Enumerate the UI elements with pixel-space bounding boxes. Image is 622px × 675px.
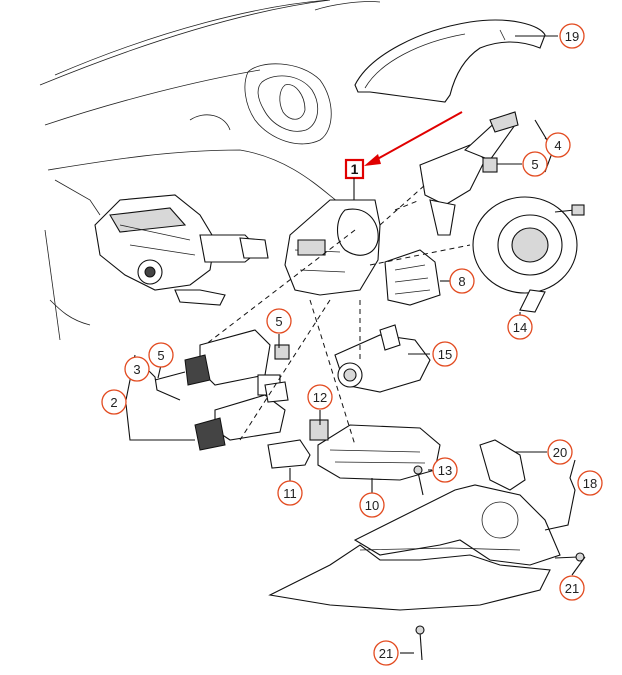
main-part-label: 1 (344, 158, 365, 200)
steering-column-assembly (94, 194, 269, 306)
callout-circle (432, 341, 458, 367)
callout-20: 20 (547, 439, 573, 465)
screw-21-right (554, 552, 585, 562)
callout-circle (577, 470, 603, 496)
callout-label: 19 (565, 29, 579, 44)
callout-15: 15 (432, 341, 458, 367)
callout-label: 2 (110, 395, 117, 410)
callout-label: 3 (133, 362, 140, 377)
assembly-guide-lines (204, 184, 471, 446)
callout-21: 21 (559, 575, 585, 601)
callout-3: 3 (124, 356, 150, 382)
callout-label: 15 (438, 347, 452, 362)
callout-circle (277, 480, 303, 506)
callout-14: 14 (507, 314, 533, 340)
callout-label: 13 (438, 463, 452, 478)
callout-label: 4 (554, 138, 561, 153)
upper-steering-column-cover (354, 19, 546, 103)
callout-circle (507, 314, 533, 340)
callout-circle (359, 492, 385, 518)
callout-circle (307, 384, 333, 410)
screw-13 (413, 465, 424, 496)
callout-label: 5 (531, 157, 538, 172)
callout-8: 8 (449, 268, 475, 294)
callout-21: 21 (373, 640, 399, 666)
callout-circle (559, 23, 585, 49)
callout-label: 21 (565, 581, 579, 596)
callout-13: 13 (432, 457, 458, 483)
clock-spring (472, 196, 585, 313)
callout-circle (522, 151, 548, 177)
callout-4: 4 (545, 132, 571, 158)
callout-5: 5 (522, 151, 548, 177)
callout-label: 18 (583, 476, 597, 491)
callout-circle (432, 457, 458, 483)
callout-circle (373, 640, 399, 666)
screw-21-bottom (415, 625, 425, 661)
callout-circle (559, 575, 585, 601)
callout-circle (148, 342, 174, 368)
callout-label: 21 (379, 646, 393, 661)
turn-signal-stalk (419, 111, 519, 236)
callout-circle (449, 268, 475, 294)
callout-circle (545, 132, 571, 158)
callout-label: 10 (365, 498, 379, 513)
control-module-8 (384, 249, 441, 306)
callouts: 19 4 5 8 14 5 5 3 2 15 12 20 18 13 11 10 21 21 (101, 23, 603, 666)
callout-11: 11 (277, 480, 303, 506)
dashboard-outline (39, 0, 381, 341)
callout-circle (266, 308, 292, 334)
main-part-label-text: 1 (351, 161, 359, 177)
callout-label: 11 (283, 486, 297, 501)
callout-circle (101, 389, 127, 415)
callout-label: 12 (313, 390, 327, 405)
callout-label: 5 (157, 348, 164, 363)
lower-steering-column-cover (268, 439, 561, 611)
callout-12: 12 (307, 384, 333, 410)
callout-19: 19 (559, 23, 585, 49)
small-switch-5a (482, 157, 498, 173)
callout-label: 20 (553, 445, 567, 460)
lock-cylinder-lower (194, 381, 289, 451)
highlight-arrow (364, 111, 463, 166)
callout-5: 5 (148, 342, 174, 368)
ignition-lock-housing (334, 324, 431, 393)
callout-10: 10 (359, 492, 385, 518)
callout-label: 8 (458, 274, 465, 289)
callout-5: 5 (266, 308, 292, 334)
callout-circle (124, 356, 150, 382)
callout-label: 14 (513, 320, 527, 335)
callout-2: 2 (101, 389, 127, 415)
callout-18: 18 (577, 470, 603, 496)
steering-column-control-unit (267, 419, 441, 481)
callout-label: 5 (275, 314, 282, 329)
callout-circle (547, 439, 573, 465)
